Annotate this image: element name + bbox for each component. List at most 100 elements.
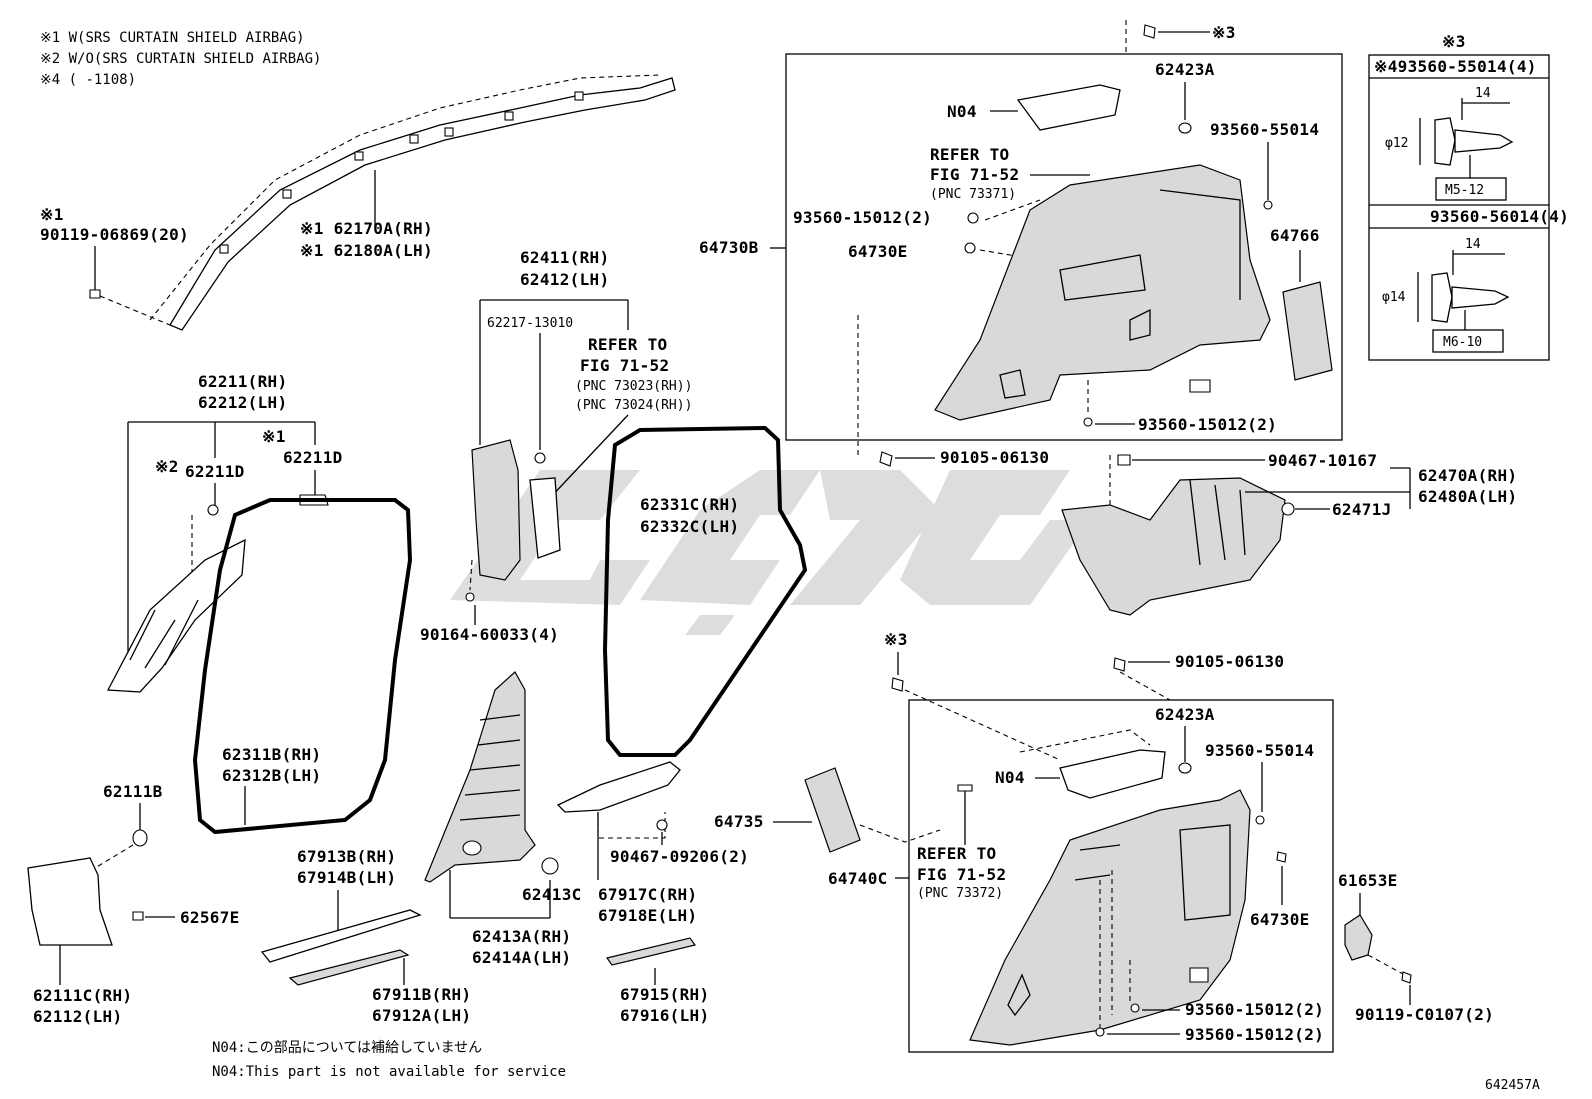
clip-icon (462, 840, 482, 856)
label-67917C: 67917C(RH) (598, 885, 697, 904)
label-62471J: 62471J (1332, 500, 1392, 519)
label-62411: 62411(RH) (520, 248, 609, 267)
screw-icon (1083, 417, 1093, 427)
label-62423A-bot: 62423A (1155, 705, 1215, 724)
screw-icon (465, 592, 475, 602)
label-3-top: ※3 (1212, 23, 1236, 42)
inset-top-len: 14 (1475, 86, 1491, 101)
rear-door-weatherstrip (602, 425, 808, 757)
clip-icon (656, 819, 668, 831)
clip-icon (132, 911, 144, 921)
label-62567E: 62567E (180, 908, 240, 927)
clip-icon (89, 289, 101, 299)
front-scuff-plate-inner (260, 909, 422, 963)
note-1: ※1 W(SRS CURTAIN SHIELD AIRBAG) (40, 30, 305, 46)
label-61653E: 61653E (1338, 871, 1398, 890)
front-pillar-garnish (106, 538, 246, 693)
inset-bot-thread: M6-10 (1443, 335, 1482, 350)
inset-bot-len: 14 (1465, 237, 1481, 252)
clip-icon (964, 242, 976, 254)
quarter-trim-rh-box (785, 53, 1343, 441)
label-62480A: 62480A(LH) (1418, 487, 1517, 506)
clip-shank-m6-icon (1451, 286, 1510, 309)
clip-head-m5-icon (1434, 117, 1456, 166)
label-64740C: 64740C (828, 869, 888, 888)
label-62332C: 62332C(LH) (640, 517, 739, 536)
label-67912A: 67912A(LH) (372, 1006, 471, 1025)
quarter-trim-rh (934, 164, 1271, 421)
speaker-grille-64766 (1282, 281, 1333, 381)
clip-icon (891, 677, 904, 692)
quarter-trim-lh (969, 789, 1251, 1046)
clip-icon (1178, 762, 1192, 774)
screw-icon (1095, 1027, 1105, 1037)
screw-icon (1113, 657, 1126, 672)
clip-shank-m5-icon (1454, 129, 1514, 153)
label-62212: 62212(LH) (198, 393, 287, 412)
center-pillar-lower (424, 671, 536, 883)
clip-icon (1189, 379, 1211, 393)
label-62170A: ※1 62170A(RH) (300, 219, 433, 238)
label-90105-06130-a: 90105-06130 (940, 448, 1049, 467)
seat-belt-cover (529, 477, 561, 559)
inset-bot-header: 93560-56014(4) (1430, 207, 1569, 226)
clip-icon (1189, 967, 1209, 983)
clip-icon (967, 212, 979, 224)
label-90119-C0107: 90119-C0107(2) (1355, 1005, 1494, 1024)
screw-icon (1130, 1003, 1140, 1013)
label-67914B: 67914B(LH) (297, 868, 396, 887)
label-62413C: 62413C (522, 885, 582, 904)
cup-holder-n04-lh (1059, 749, 1166, 799)
center-pillar-upper (471, 439, 521, 581)
clip-icon (207, 504, 219, 516)
label-67913B: 67913B(RH) (297, 847, 396, 866)
refer-a1: REFER TO (588, 335, 667, 354)
label-62211: 62211(RH) (198, 372, 287, 391)
note-2: ※2 W/O(SRS CURTAIN SHIELD AIRBAG) (40, 51, 321, 67)
label-62111B: 62111B (103, 782, 163, 801)
label-90119-06869: 90119-06869(20) (40, 225, 189, 244)
roof-rail-garnish (149, 74, 676, 331)
watermark-logo (450, 470, 1090, 635)
quarter-trim-lower-lh (1061, 477, 1286, 616)
label-62112: 62112(LH) (33, 1007, 122, 1026)
screw-icon (879, 451, 893, 467)
label-93560-55014-top: 93560-55014 (1210, 120, 1319, 139)
label-62470A: 62470A(RH) (1418, 466, 1517, 485)
clip-icon (541, 857, 559, 875)
label-3-bot: ※3 (884, 630, 908, 649)
refer-b2: FIG 71-52 (930, 165, 1019, 184)
note-1-90119: ※1 (40, 205, 64, 224)
inset-top-dia: φ12 (1385, 136, 1408, 151)
label-N04-bot: N04 (995, 768, 1025, 787)
label-90105-06130-b: 90105-06130 (1175, 652, 1284, 671)
refer-a4: (PNC 73024(RH)) (575, 398, 692, 413)
note-62211D-1: ※1 (262, 427, 286, 446)
refer-c2: FIG 71-52 (917, 865, 1006, 884)
clip-icon (1178, 122, 1192, 134)
label-90467-09206: 90467-09206(2) (610, 847, 749, 866)
inset-title: ※3 (1442, 32, 1466, 51)
label-64766: 64766 (1270, 226, 1320, 245)
refer-c3: (PNC 73372) (917, 886, 1003, 901)
clip-icon (132, 829, 148, 847)
label-64730B: 64730B (699, 238, 759, 257)
label-90467-10167: 90467-10167 (1268, 451, 1377, 470)
note-62211D-2: ※2 (155, 457, 179, 476)
clip-icon (1117, 454, 1131, 466)
inset-top-header: ※493560-55014(4) (1374, 57, 1537, 76)
label-62312B: 62312B(LH) (222, 766, 321, 785)
label-67915: 67915(RH) (620, 985, 709, 1004)
label-62180A: ※1 62180A(LH) (300, 241, 433, 260)
fastener-inset: ※3 ※493560-55014(4) 14 φ12 M5-12 93560-5… (1368, 32, 1569, 361)
note-4: ※4 ( -1108) (40, 72, 136, 88)
label-93560-15012-b1: 93560-15012(2) (1185, 1000, 1324, 1019)
label-67916: 67916(LH) (620, 1006, 709, 1025)
label-64730E-bot: 64730E (1250, 910, 1310, 929)
refer-a2: FIG 71-52 (580, 356, 669, 375)
bracket-61653E (1344, 914, 1373, 961)
label-67918E: 67918E(LH) (598, 906, 697, 925)
clip-icon (1276, 851, 1287, 863)
